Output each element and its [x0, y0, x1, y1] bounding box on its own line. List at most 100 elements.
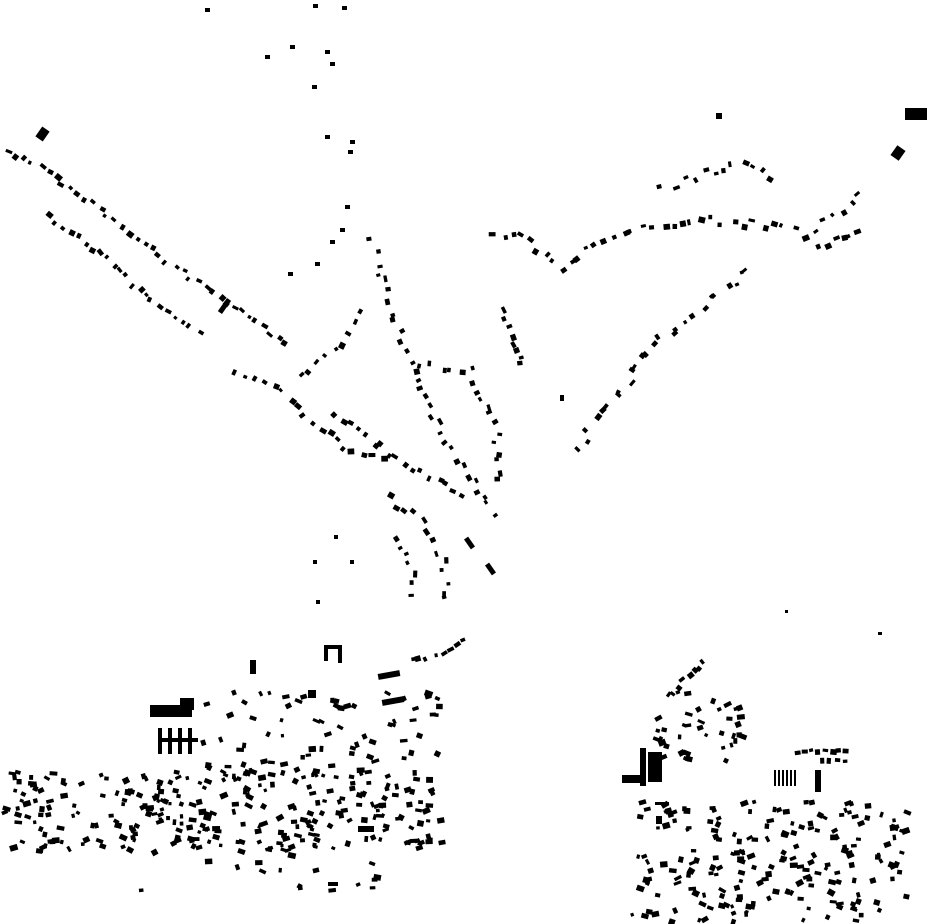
building	[824, 862, 831, 868]
building	[694, 705, 702, 713]
building	[727, 161, 732, 168]
building	[718, 730, 725, 737]
building	[130, 834, 136, 841]
building	[349, 745, 357, 751]
building	[116, 266, 123, 274]
building	[240, 821, 246, 827]
building	[473, 389, 481, 396]
building	[683, 690, 692, 697]
building	[794, 750, 801, 756]
building	[544, 251, 551, 258]
building	[656, 184, 662, 190]
building	[808, 799, 816, 806]
building	[278, 387, 284, 393]
building	[299, 816, 308, 823]
building	[143, 241, 150, 248]
building	[492, 512, 499, 519]
building	[56, 181, 65, 188]
building	[858, 912, 864, 918]
building	[324, 645, 338, 649]
building	[112, 263, 119, 270]
building	[842, 748, 849, 754]
building	[746, 834, 754, 841]
building	[174, 774, 182, 781]
building	[19, 798, 25, 803]
building	[429, 790, 436, 797]
building	[512, 346, 521, 354]
building	[199, 822, 206, 829]
building	[204, 858, 213, 865]
building	[166, 815, 170, 821]
building	[491, 440, 497, 445]
building	[195, 844, 203, 851]
building	[321, 352, 328, 359]
building	[308, 690, 316, 698]
building	[399, 738, 408, 743]
building	[810, 851, 818, 859]
building	[355, 882, 361, 887]
building	[369, 801, 376, 808]
building	[663, 808, 671, 814]
building	[614, 391, 622, 398]
building	[360, 790, 368, 798]
building	[45, 811, 52, 818]
building	[281, 835, 291, 843]
building	[772, 888, 780, 895]
building	[750, 904, 756, 910]
building	[133, 822, 141, 830]
building	[433, 550, 439, 558]
building	[135, 791, 144, 799]
building	[731, 831, 737, 838]
building	[890, 823, 900, 832]
building	[898, 828, 904, 833]
building	[648, 752, 662, 782]
building	[369, 834, 377, 841]
building	[494, 457, 499, 462]
building	[350, 140, 355, 144]
building	[436, 703, 443, 710]
building	[80, 842, 85, 846]
building	[263, 788, 268, 793]
building	[422, 392, 430, 400]
building	[392, 504, 401, 512]
building	[261, 379, 268, 386]
building	[364, 769, 372, 775]
building	[122, 271, 129, 278]
building	[298, 412, 306, 419]
building	[762, 224, 770, 232]
building	[446, 367, 451, 373]
building	[311, 817, 319, 825]
building	[654, 892, 661, 898]
building	[308, 745, 317, 753]
building	[366, 780, 372, 786]
building	[692, 176, 699, 184]
building	[759, 166, 766, 174]
building	[453, 640, 462, 649]
building	[260, 758, 269, 765]
building	[415, 732, 424, 740]
building	[219, 791, 229, 800]
building	[485, 562, 496, 576]
building	[806, 906, 811, 911]
building	[255, 860, 263, 866]
building	[486, 404, 492, 412]
building	[47, 168, 54, 176]
building	[173, 769, 180, 775]
building	[560, 395, 564, 401]
building	[843, 799, 853, 807]
building	[49, 771, 58, 776]
building	[53, 172, 64, 182]
building	[712, 855, 719, 861]
building	[688, 860, 696, 866]
building	[464, 536, 475, 550]
building	[20, 791, 27, 798]
building	[185, 322, 192, 329]
building	[256, 839, 263, 845]
building	[683, 807, 691, 814]
building	[390, 452, 399, 460]
building	[259, 820, 269, 828]
building	[356, 767, 365, 774]
building	[883, 840, 892, 849]
building	[814, 828, 821, 833]
building	[66, 845, 72, 853]
